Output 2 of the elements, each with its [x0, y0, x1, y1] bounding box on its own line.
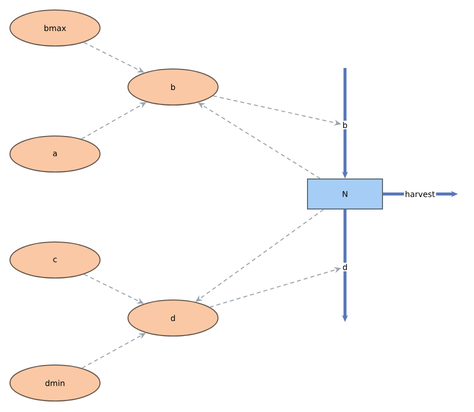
flow-line	[344, 210, 346, 263]
flow-line	[344, 68, 346, 121]
